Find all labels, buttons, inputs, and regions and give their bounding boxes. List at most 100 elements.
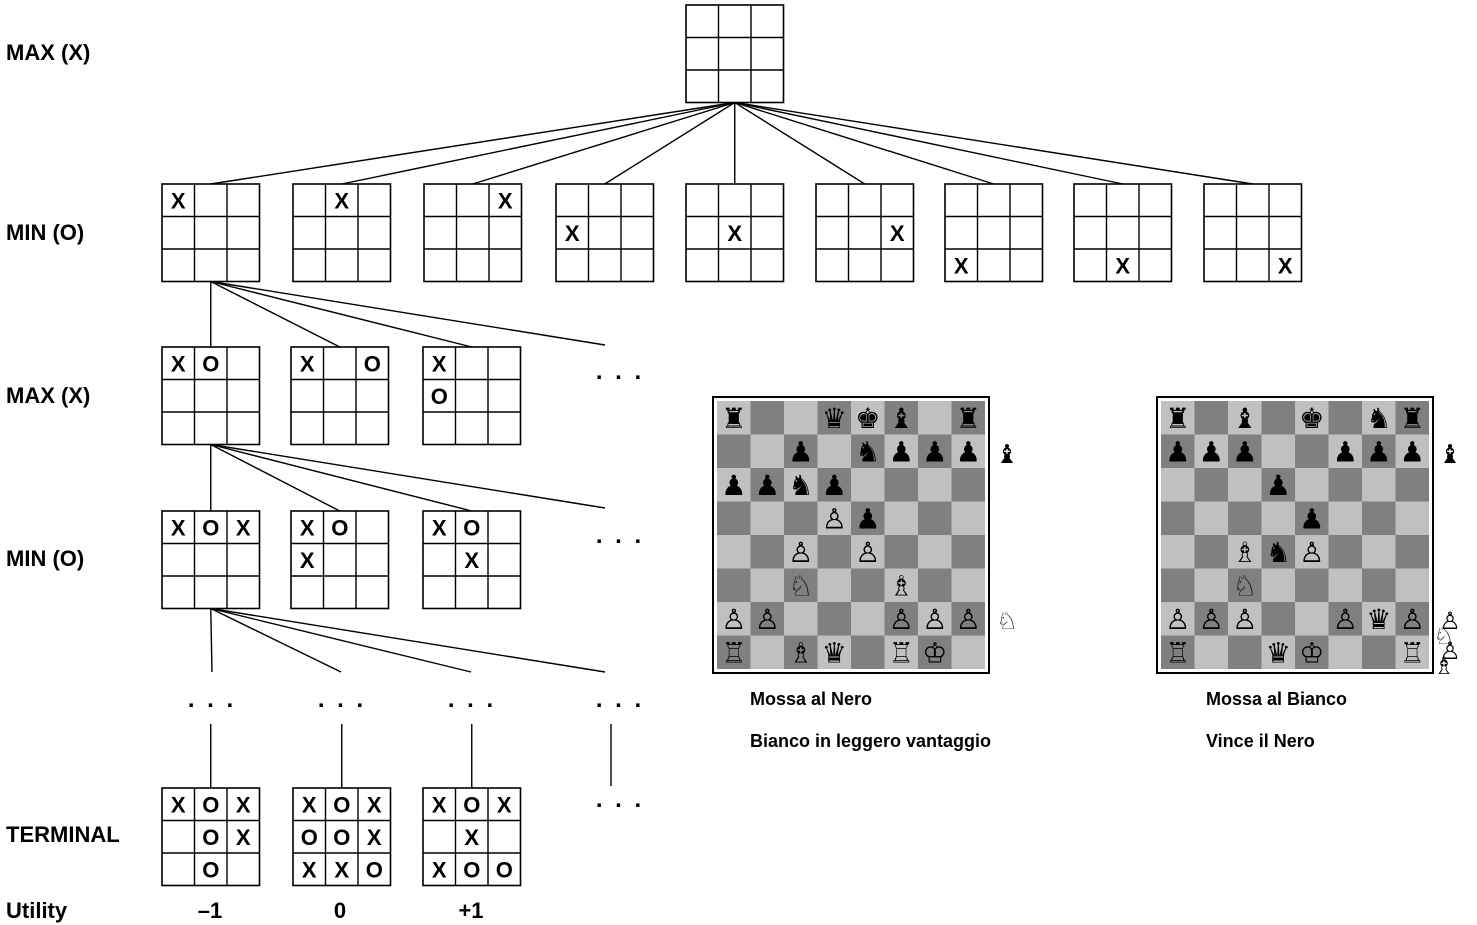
chess-square [1362, 501, 1396, 535]
chess-piece: ♙ [755, 603, 780, 636]
chess-square [717, 635, 751, 669]
board-frame [161, 787, 261, 887]
chess-square [1362, 602, 1396, 636]
chess-piece: ♞ [1266, 536, 1291, 569]
edge-min-to-max-3 [210, 280, 472, 348]
chess-square [884, 434, 918, 468]
captured-piece-black: ♝ [1438, 440, 1461, 470]
chess-square [1362, 635, 1396, 669]
cell-mark-x: X [236, 825, 251, 850]
chess-square [817, 501, 851, 535]
chess-square [1328, 468, 1362, 502]
chess-piece: ♟ [889, 435, 914, 468]
chess-square [1328, 535, 1362, 569]
chess-square [851, 568, 885, 602]
edge-min-to-max-2 [210, 280, 341, 348]
cell-mark-o: O [202, 351, 219, 376]
min-board-7: X [944, 183, 1044, 283]
chess-piece: ♟ [922, 435, 947, 468]
chess-square [1328, 501, 1362, 535]
cell-mark-x: X [236, 515, 251, 540]
cell-mark-o: O [202, 792, 219, 817]
chess-square [1395, 401, 1429, 435]
cell-mark-x: X [367, 792, 382, 817]
chess-square [851, 602, 885, 636]
chess-piece: ♙ [855, 536, 880, 569]
cell-mark-x: X [565, 221, 580, 246]
chess-square [1328, 434, 1362, 468]
board-frame [685, 183, 785, 283]
board-frame [161, 346, 261, 446]
board-frame [944, 183, 1044, 283]
chess-piece: ♟ [1266, 469, 1291, 502]
chess-piece: ♘ [1232, 569, 1257, 602]
chess-piece: ♚ [1299, 402, 1324, 435]
chess-square [1161, 602, 1195, 636]
cell-mark-o: O [364, 351, 381, 376]
chess-square [918, 635, 952, 669]
chess-square [750, 568, 784, 602]
chess-piece: ♟ [956, 435, 981, 468]
chess-square [1362, 535, 1396, 569]
chess-square [1228, 635, 1262, 669]
chess-square [1295, 468, 1329, 502]
edge-min2-to-deeper-2 [210, 607, 342, 673]
cell-mark-x: X [334, 857, 349, 882]
cell-mark-o: O [431, 384, 448, 409]
chess-square [1194, 568, 1228, 602]
chess-square [1362, 568, 1396, 602]
min-board-9: X [1203, 183, 1303, 283]
captured-piece-white: ♙ [1439, 637, 1461, 665]
chess-piece: ♟ [822, 469, 847, 502]
cell-mark-x: X [464, 825, 479, 850]
chess-square [750, 501, 784, 535]
chess2-caption-move: Mossa al Bianco [1206, 689, 1348, 709]
edge-max-to-more [210, 443, 606, 509]
ellipsis-branch-2: . . . [317, 686, 367, 713]
board-frame [290, 346, 390, 446]
board-frame [161, 183, 261, 283]
chess-square [1295, 501, 1329, 535]
chess-square [951, 635, 985, 669]
ellipsis-max2: . . . [595, 358, 645, 385]
chess-square [851, 401, 885, 435]
chess-piece: ♝ [889, 402, 914, 435]
chess-square [851, 501, 885, 535]
chess-square [817, 468, 851, 502]
ellipsis-branch-4: . . . [595, 686, 645, 713]
chess-piece: ♗ [889, 569, 914, 602]
chess-square [1161, 568, 1195, 602]
chess-square [851, 468, 885, 502]
chess-square [1194, 602, 1228, 636]
chess-square [884, 401, 918, 435]
chess-square [1328, 401, 1362, 435]
chess-square [1228, 535, 1262, 569]
chess-piece: ♞ [855, 435, 880, 468]
chess-square [1295, 602, 1329, 636]
chess-piece: ♖ [721, 636, 746, 669]
chess-piece: ♟ [1199, 435, 1224, 468]
chess-square [750, 468, 784, 502]
chess1-caption-move: Mossa al Nero [750, 689, 873, 709]
edge-min-to-more [210, 280, 606, 346]
chess-piece: ♛ [1266, 636, 1291, 669]
chess-square [1161, 635, 1195, 669]
chess-square [750, 602, 784, 636]
board-frame [422, 787, 522, 887]
cell-mark-x: X [1115, 253, 1130, 278]
level-label-max-2: MAX (X) [6, 383, 91, 408]
edge-root-to-min-3 [472, 101, 735, 185]
chess-square [1395, 501, 1429, 535]
chess-square [1161, 434, 1195, 468]
level-label-min-1: MIN (O) [6, 220, 85, 245]
chess-square [884, 535, 918, 569]
chess2-caption-eval: Vince il Nero [1206, 731, 1315, 751]
chess-square [784, 468, 818, 502]
chess-square [817, 568, 851, 602]
cell-mark-x: X [302, 792, 317, 817]
cell-mark-o: O [331, 515, 348, 540]
chess-board-black-to-move: ♜♛♚♝♜♟♞♟♟♟♟♟♞♟♙♟♙♙♘♗♙♙♙♙♙♖♗♛♖♔♝♘ [712, 396, 1019, 674]
cell-mark-x: X [954, 253, 969, 278]
